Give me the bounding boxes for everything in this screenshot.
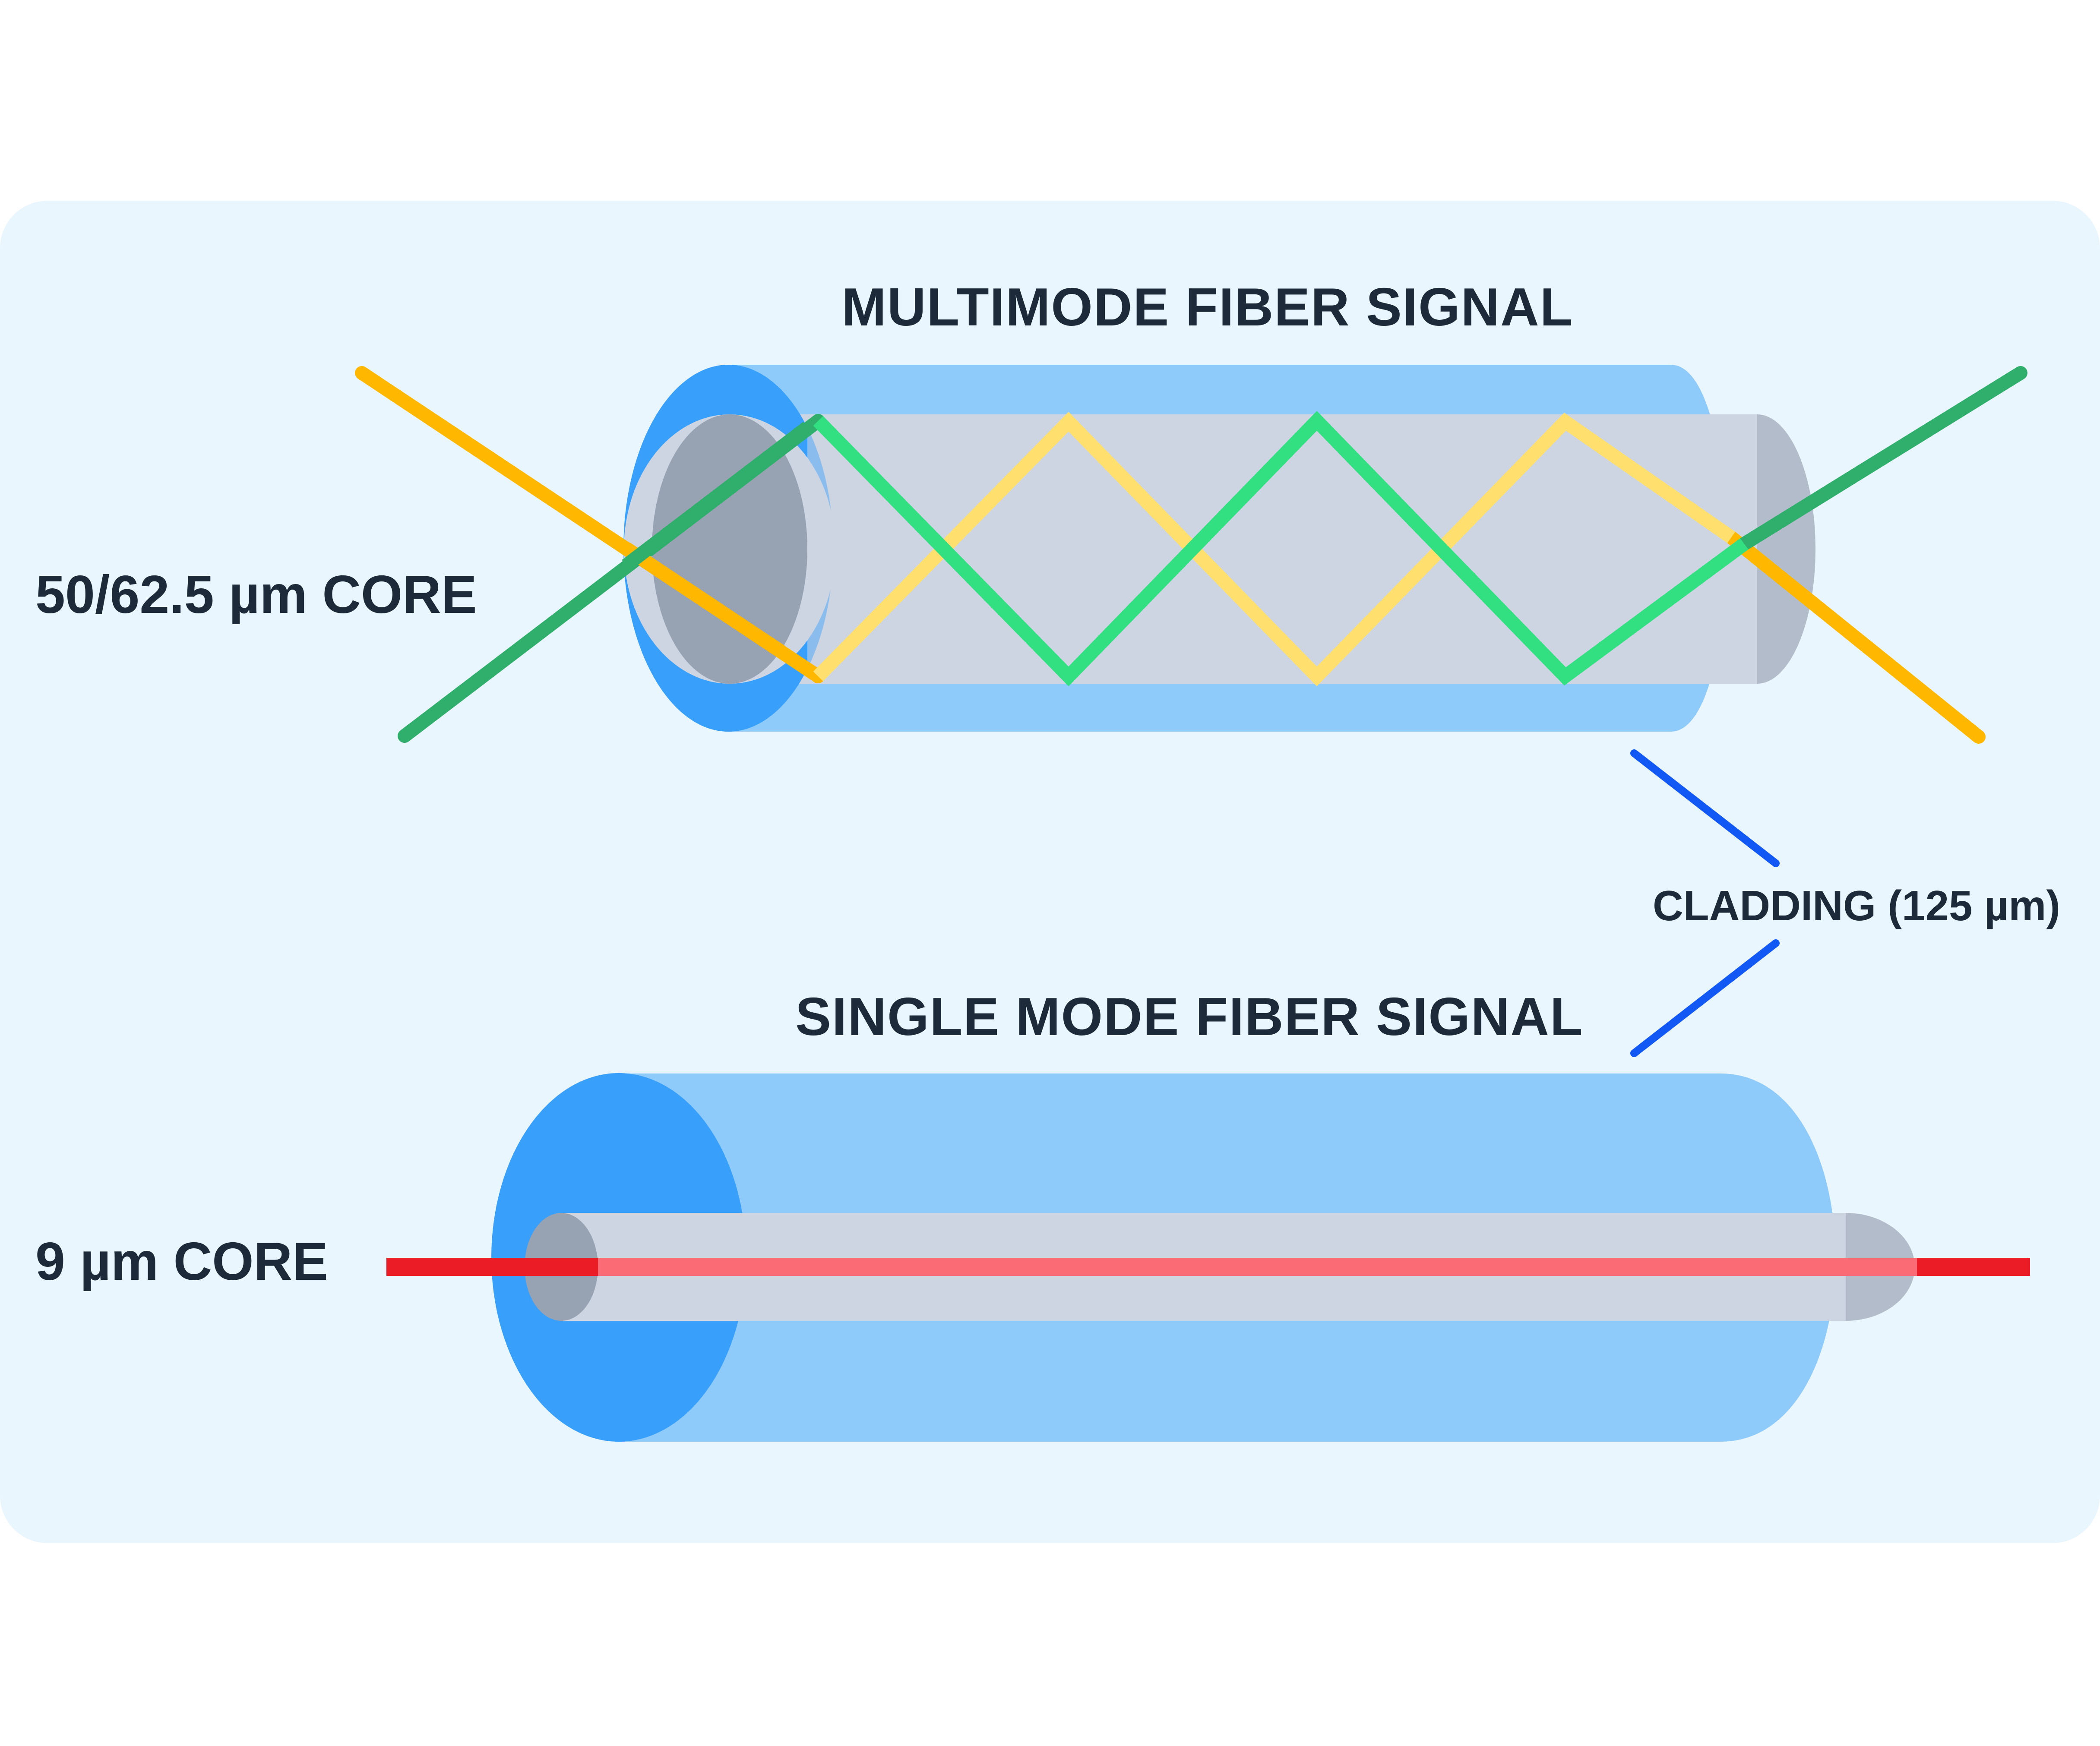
multimode-core-label: 50/62.5 µm CORE xyxy=(35,565,477,625)
single-mode-core-label: 9 µm CORE xyxy=(35,1232,328,1291)
multimode-core xyxy=(730,414,1757,684)
multimode-fiber xyxy=(355,365,2027,744)
multimode-signal-yellow-exit xyxy=(1724,530,1986,744)
multimode-signal-green-face xyxy=(622,422,812,571)
multimode-title: MULTIMODE FIBER SIGNAL xyxy=(842,278,1574,337)
multimode-signal-yellow-inside xyxy=(813,412,1736,686)
single-mode-fiber xyxy=(386,1073,2030,1442)
cladding-pointer-lower xyxy=(1630,939,1780,1057)
multimode-core-face xyxy=(652,414,807,684)
single-mode-title: SINGLE MODE FIBER SIGNAL xyxy=(795,987,1583,1047)
cladding-label: CLADDING (125 µm) xyxy=(1653,882,2060,929)
cladding-pointer-upper xyxy=(1630,749,1780,867)
multimode-core-front-shade xyxy=(807,414,833,684)
multimode-signal-green-exit xyxy=(1737,366,2027,551)
multimode-signal-green-inside xyxy=(813,411,1749,686)
multimode-signal-yellow-face xyxy=(622,542,785,658)
